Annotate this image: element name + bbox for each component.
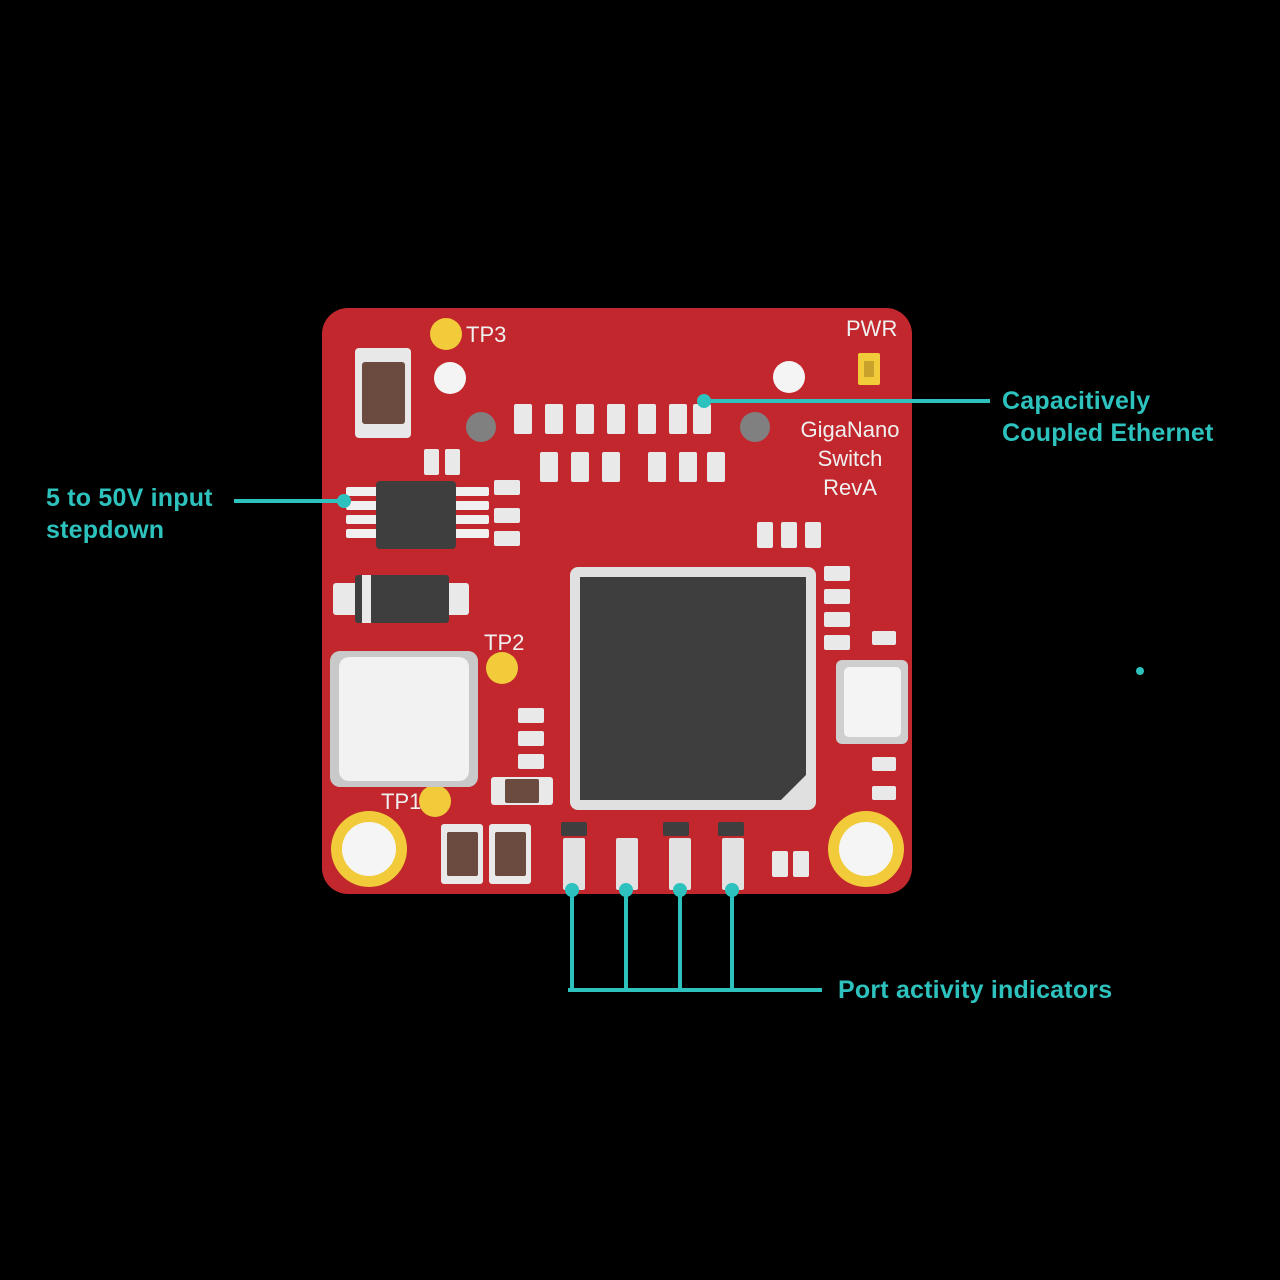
callout-leaders: [234, 399, 990, 992]
component-inductor: [330, 651, 478, 787]
test-point-tp3-pad: [430, 318, 462, 350]
port-activity-led-group: [561, 822, 809, 890]
component-top-left-connector-body: [362, 362, 405, 424]
board-name-silkscreen: GigaNano Switch RevA: [800, 417, 900, 500]
test-point-pad-extra: [434, 362, 466, 394]
callout-label-port-activity-indicators: Port activity indicators: [838, 976, 1113, 1004]
component-diode: [333, 575, 469, 623]
callout-label-input-stepdown: 5 to 50V input stepdown: [46, 484, 213, 544]
pad-array-top-row1: [514, 404, 711, 434]
callout-anchor-dots: [337, 394, 1144, 897]
test-point-tp2-pad: [486, 652, 518, 684]
test-point-label-tp3: TP3: [466, 322, 507, 347]
component-resistor-bottom-left: [491, 777, 553, 805]
pad-array-top-row2: [540, 452, 725, 482]
test-point-tp1-pad: [419, 785, 451, 817]
via-left: [466, 412, 496, 442]
pad-group-regulator-side: [424, 449, 520, 546]
component-right-can: [836, 660, 908, 744]
pad-array-right: [757, 522, 896, 800]
test-point-label-tp1: TP1: [381, 789, 422, 814]
component-caps-bottom-left: [441, 824, 531, 884]
pwr-led-body: [864, 361, 874, 377]
component-stepdown-regulator: [346, 481, 489, 549]
pad-array-left-of-ic: [518, 708, 544, 769]
test-point-label-tp2: TP2: [484, 630, 525, 655]
component-main-ic: [570, 567, 816, 810]
pwr-label: PWR: [846, 316, 898, 341]
test-point-pwr-led-pad: [773, 361, 805, 393]
mounting-hole-bottom-left-inner: [342, 822, 396, 876]
via-right: [740, 412, 770, 442]
mounting-hole-bottom-right-inner: [839, 822, 893, 876]
callout-label-capacitively-coupled-ethernet: Capacitively Coupled Ethernet: [1002, 387, 1214, 447]
